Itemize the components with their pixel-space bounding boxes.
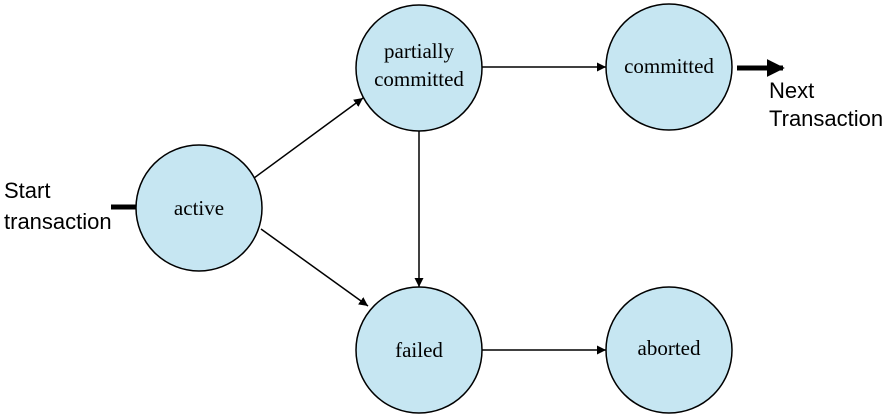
next-transaction-label-line2: Transaction [769,106,883,131]
state-aborted-label: aborted [638,336,701,360]
state-aborted-circle [605,286,733,414]
next-transaction-label-line1: Next [769,78,814,103]
state-partially-committed-circle [355,4,483,132]
state-partially-committed-label-line2: committed [374,67,464,91]
edge-active-to-partially-committed [253,97,364,179]
state-active: active [135,144,263,272]
state-partially-committed: partially committed [355,4,483,132]
state-aborted: aborted [605,286,733,414]
edge-active-to-failed [260,228,369,307]
state-failed-label: failed [395,338,443,362]
start-transaction-label-line1: Start [4,178,50,203]
state-failed-circle [355,286,483,414]
state-committed: committed [605,3,733,131]
state-committed-circle [605,3,733,131]
state-committed-label: committed [624,54,714,78]
start-transaction-label-line2: transaction [4,209,112,234]
state-partially-committed-label-line1: partially [384,39,454,63]
state-active-label: active [174,196,224,220]
state-failed: failed [355,286,483,414]
state-active-circle [135,144,263,272]
